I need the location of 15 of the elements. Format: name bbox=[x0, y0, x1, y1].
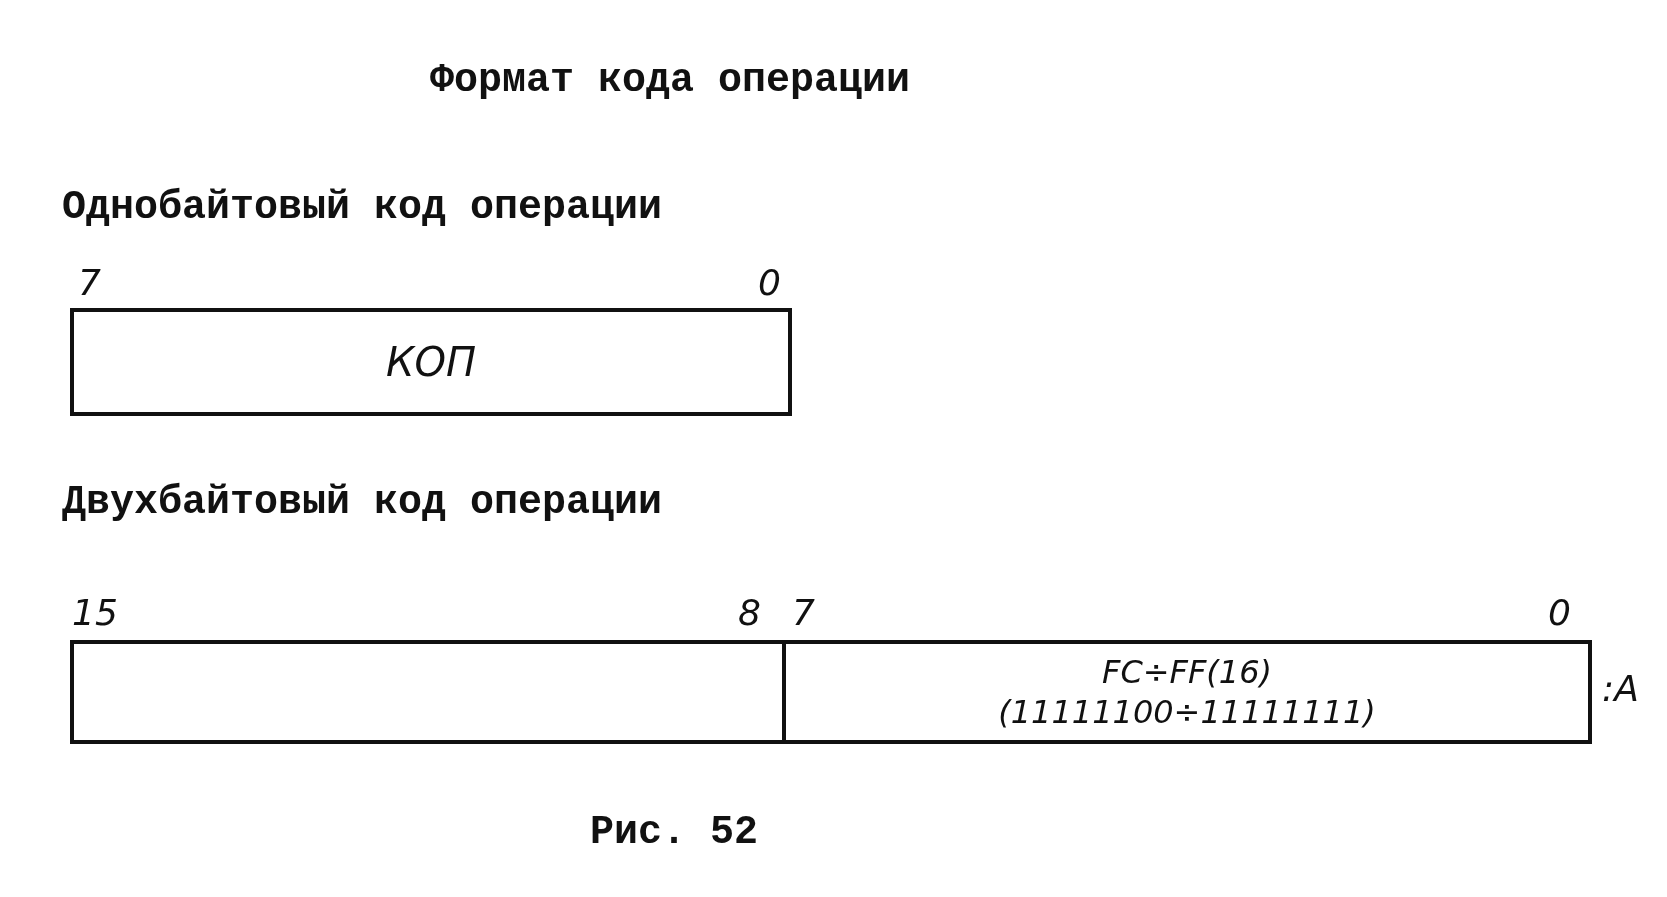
bit-number: 7 bbox=[78, 262, 101, 303]
figure-caption: Рис. 52 bbox=[590, 810, 759, 855]
field-text: КОП bbox=[386, 342, 476, 382]
section-heading: Двухбайтовый код операции bbox=[62, 480, 663, 525]
field-text: (11111100÷11111111) bbox=[998, 692, 1376, 732]
bit-number: 0 bbox=[758, 262, 781, 303]
register-name: :A bbox=[1602, 668, 1639, 709]
field-text: FC÷FF(16) bbox=[1101, 652, 1273, 692]
bit-number: 0 bbox=[1548, 592, 1571, 633]
section-heading: Однобайтовый код операции bbox=[62, 185, 663, 230]
opcode-field bbox=[70, 308, 792, 416]
bit-number: 8 bbox=[738, 592, 761, 633]
bit-number: 15 bbox=[72, 592, 118, 633]
bit-number: 7 bbox=[792, 592, 815, 633]
diagram-title: Формат кода операции bbox=[430, 58, 911, 103]
